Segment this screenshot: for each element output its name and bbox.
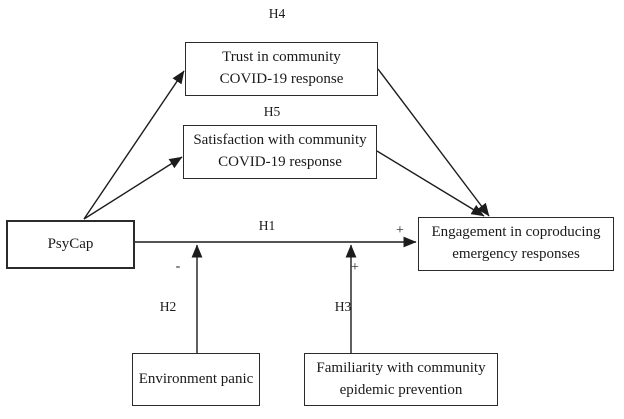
node-environment-panic-label: Environment panic <box>138 370 254 387</box>
node-satisfaction: Satisfaction with community COVID-19 res… <box>183 125 377 179</box>
hypothesis-label-h3: H3 <box>334 299 352 314</box>
arrow-satisfaction-to-engagement <box>376 150 485 217</box>
node-trust-label: Trust in community COVID-19 response <box>219 49 344 87</box>
path-sign-h1-plus: + <box>396 223 404 238</box>
arrow-trust-to-engagement <box>377 68 490 217</box>
path-sign-h2-minus: - <box>175 259 181 274</box>
hypothesis-label-h4: H4 <box>268 6 286 21</box>
node-engagement-label: Engagement in coproducing emergency resp… <box>431 224 601 262</box>
node-familiarity-label: Familiarity with community epidemic prev… <box>316 359 486 398</box>
path-sign-h3-plus: + <box>351 260 359 275</box>
node-trust: Trust in community COVID-19 response <box>185 42 378 96</box>
arrow-psycap-to-trust <box>83 70 185 220</box>
node-familiarity: Familiarity with community epidemic prev… <box>304 353 498 406</box>
node-engagement: Engagement in coproducing emergency resp… <box>418 217 614 271</box>
hypothesis-label-h2: H2 <box>159 299 177 314</box>
node-environment-panic: Environment panic <box>132 353 260 406</box>
node-satisfaction-label: Satisfaction with community COVID-19 res… <box>193 132 367 170</box>
hypothesis-label-h5: H5 <box>263 104 281 119</box>
hypothesis-label-h1: H1 <box>258 218 276 233</box>
arrow-psycap-to-satisfaction <box>83 156 183 220</box>
node-psycap: PsyCap <box>6 220 135 269</box>
node-psycap-label: PsyCap <box>47 235 94 252</box>
